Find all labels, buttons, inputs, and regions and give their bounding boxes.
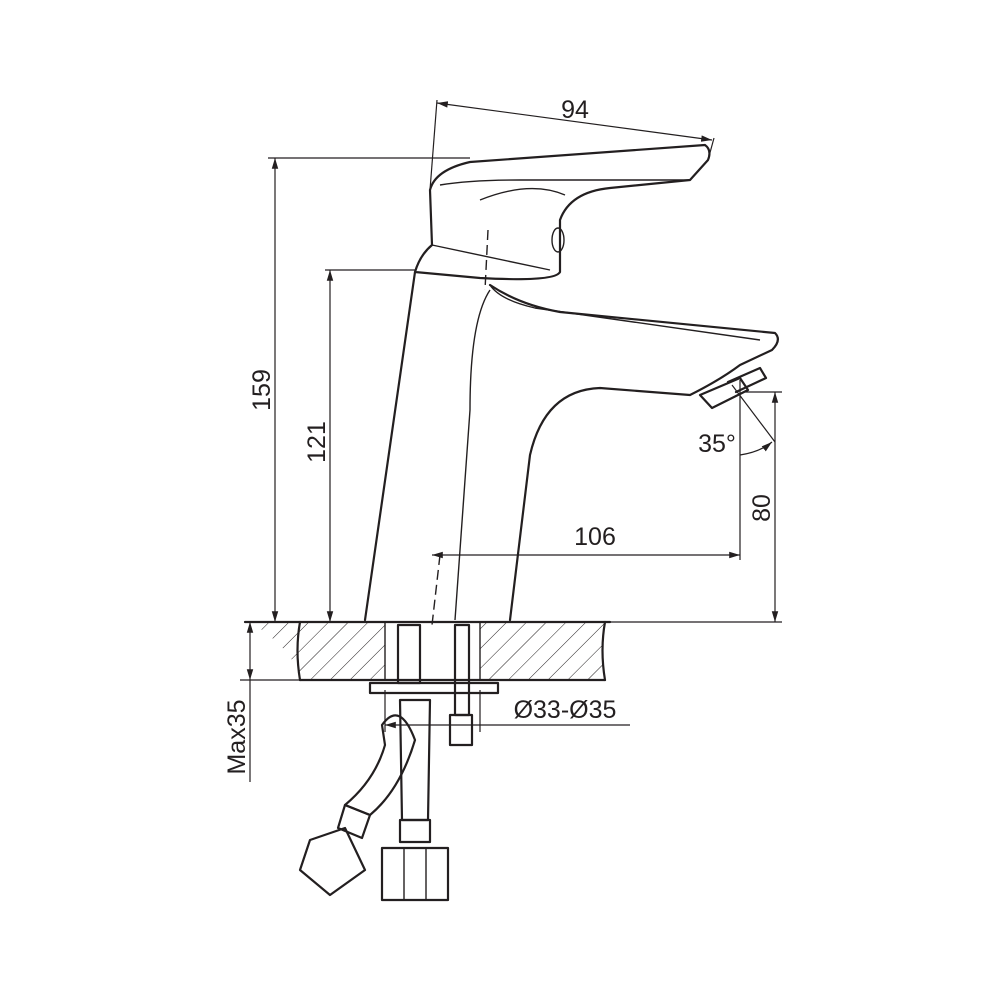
dimension-35-degrees-label: 35° — [698, 430, 736, 458]
dimension-max35-label: Max35 — [223, 699, 251, 774]
dimension-hole-diameter: Ø33-Ø35 — [384, 690, 630, 732]
dimension-106: 106 — [432, 523, 740, 559]
mounting-hardware — [298, 623, 500, 902]
dimension-35-degrees: 35° — [698, 380, 776, 560]
dimension-80: 80 — [605, 391, 782, 623]
dimension-159: 159 — [248, 157, 470, 622]
dimension-94-label: 94 — [561, 96, 589, 124]
dimension-80-label: 80 — [748, 494, 776, 522]
countertop-section — [243, 620, 612, 682]
dimension-hole-diameter-label: Ø33-Ø35 — [514, 696, 617, 724]
dimension-106-label: 106 — [574, 523, 616, 551]
dimension-94: 94 — [429, 96, 715, 191]
dimension-159-label: 159 — [248, 369, 276, 411]
dimension-121: 121 — [303, 269, 415, 622]
dimension-max35: Max35 — [223, 622, 300, 782]
dimension-121-label: 121 — [303, 421, 331, 463]
faucet-body — [363, 270, 779, 622]
